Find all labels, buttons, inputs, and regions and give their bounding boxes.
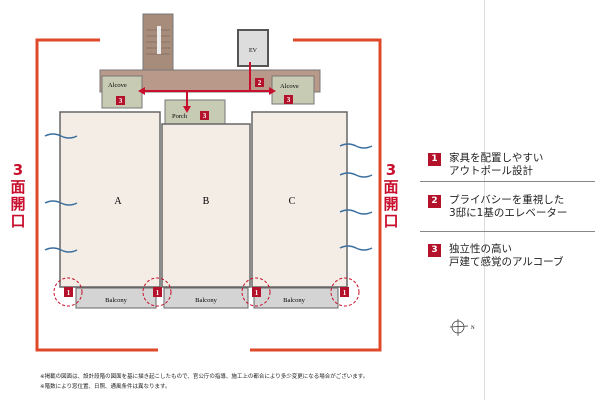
arrow-down-icon bbox=[183, 106, 191, 113]
stair-well-gap bbox=[157, 26, 161, 54]
feature-line: プライバシーを重視した bbox=[449, 194, 565, 206]
elevator-label: EV bbox=[249, 48, 258, 54]
side-label-char: 面 bbox=[383, 178, 399, 196]
divider bbox=[420, 181, 595, 182]
unit-c bbox=[251, 111, 348, 288]
side-label-number: 3 bbox=[12, 161, 24, 179]
outpole-circle bbox=[330, 277, 360, 307]
badge-3-alcove-right-text: 3 bbox=[287, 96, 291, 104]
elevator bbox=[237, 29, 269, 67]
side-label-char: 口 bbox=[10, 212, 26, 230]
badge-3-alcove-left bbox=[116, 96, 125, 105]
badge-3-porch-text: 3 bbox=[203, 112, 207, 120]
side-label-number: 3 bbox=[385, 161, 397, 179]
side-label-char: 面 bbox=[10, 178, 26, 196]
porch bbox=[164, 99, 226, 125]
balcony-a bbox=[75, 287, 157, 309]
feature-3: 3 独立性の高い戸建て感覚のアルコーブ bbox=[428, 243, 598, 269]
badge-2-elevator-text: 2 bbox=[258, 79, 262, 87]
feature-badge: 1 bbox=[428, 153, 441, 166]
balcony-c bbox=[253, 287, 339, 309]
access-arrows bbox=[138, 62, 276, 113]
feature-line: 家具を配置しやすい bbox=[449, 152, 544, 164]
balcony-b-label: Balcony bbox=[195, 297, 217, 304]
frame bbox=[35, 38, 382, 352]
balcony-a-label: Balcony bbox=[105, 297, 127, 304]
badge-2-elevator bbox=[255, 78, 264, 87]
feature-badge: 3 bbox=[428, 244, 441, 257]
badge-3-alcove-left-text: 3 bbox=[119, 97, 123, 105]
outpole-circle bbox=[53, 277, 83, 307]
outpole-circle bbox=[241, 277, 271, 307]
side-label-char: 開 bbox=[10, 195, 26, 213]
outpole-markers: 1 1 1 1 bbox=[53, 277, 360, 307]
wind-icon bbox=[44, 133, 373, 253]
badge-1 bbox=[64, 287, 73, 297]
unit-a-label: A bbox=[114, 196, 122, 207]
outpole-circle bbox=[142, 277, 172, 307]
compass-icon bbox=[449, 319, 469, 336]
porch-label: Porch bbox=[172, 113, 188, 120]
right-divider bbox=[484, 0, 485, 400]
feature-line: 戸建て感覚のアルコーブ bbox=[449, 256, 564, 268]
footnote: ※掲載の図面は、設計段階の図面を基に描き起こしたもので、官公庁の指導、施工上の都… bbox=[40, 374, 369, 380]
badge-1-text: 1 bbox=[156, 289, 160, 297]
side-label-char: 口 bbox=[383, 212, 399, 230]
feature-line: 3邸に1基のエレベーター bbox=[449, 207, 568, 219]
balcony-b bbox=[163, 287, 249, 309]
arrow-right-icon bbox=[269, 87, 276, 95]
feature-badge: 2 bbox=[428, 195, 441, 208]
badge-1-text: 1 bbox=[255, 289, 259, 297]
badge-3-alcove-right bbox=[284, 95, 293, 104]
badge-1-text: 1 bbox=[67, 289, 71, 297]
footnote: ※階数により窓位置、日照、通風条件は異なります。 bbox=[40, 384, 171, 390]
feature-1: 1 家具を配置しやすいアウトポール設計 bbox=[428, 152, 598, 178]
divider bbox=[420, 231, 595, 232]
compass-label: N bbox=[471, 326, 475, 331]
badge-1 bbox=[340, 287, 349, 297]
feature-line: 独立性の高い bbox=[449, 243, 512, 255]
side-label-char: 開 bbox=[383, 195, 399, 213]
unit-a bbox=[59, 111, 161, 288]
badge-1-text: 1 bbox=[343, 289, 347, 297]
feature-line: アウトポール設計 bbox=[449, 165, 533, 177]
badge-1 bbox=[252, 287, 261, 297]
unit-b bbox=[161, 123, 251, 288]
unit-c-label: C bbox=[289, 196, 296, 207]
badge-3-porch bbox=[200, 111, 209, 120]
alcove-left-label: Alcove bbox=[108, 82, 127, 89]
badge-1 bbox=[153, 287, 162, 297]
arrow-left-icon bbox=[138, 87, 145, 95]
alcove-right-label: Alcove bbox=[280, 83, 299, 90]
balcony-c-label: Balcony bbox=[283, 297, 305, 304]
unit-b-label: B bbox=[203, 196, 210, 207]
